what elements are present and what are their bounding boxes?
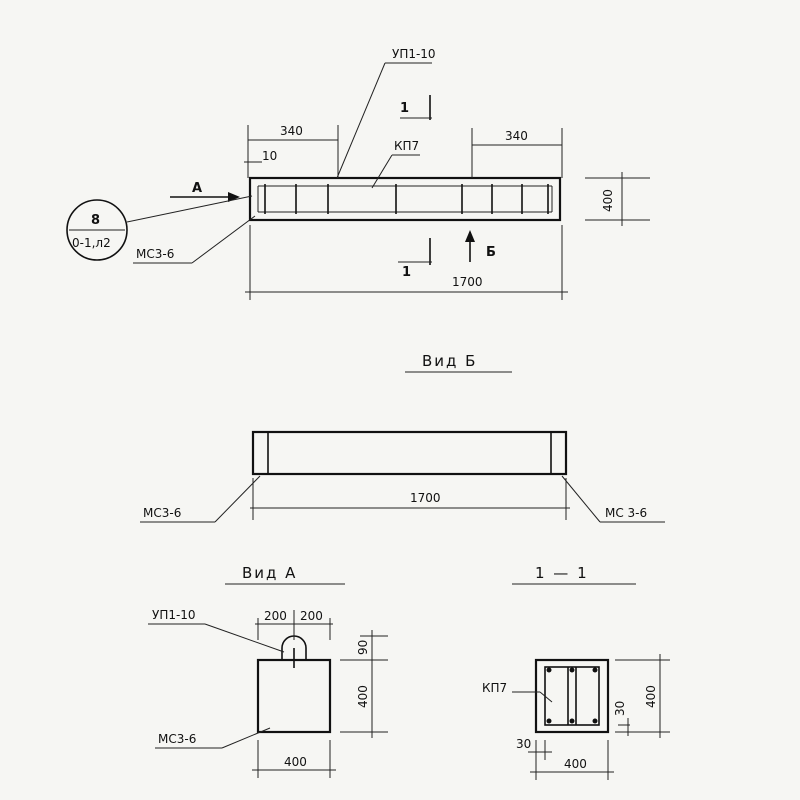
plan-kp-label: КП7 [394,139,419,153]
stirrups [264,184,549,214]
callout-sheet: 0-1,л2 [72,236,111,250]
view-a-dim-400-h: 400 [356,685,370,708]
view-a: Вид А 200 200 УП1-10 90 400 400 МС3-6 [148,564,388,778]
section-1-1: 1 — 1 КП7 30 400 30 400 [482,564,670,780]
view-a-dim-90: 90 [356,640,370,655]
plan-dim-small: 10 [262,149,277,163]
view-b: Вид Б 1700 МС3-6 МС 3-6 [140,352,665,523]
view-a-title: Вид А [242,564,297,582]
plan-ms-label: МС3-6 [136,247,174,261]
section-title: 1 — 1 [535,564,589,582]
view-a-arrow-label: А [192,181,202,196]
section-dim-30-h: 30 [516,737,531,751]
view-a-block [256,658,332,734]
plan-dim-right: 340 [505,129,528,143]
view-b-arrowhead [465,230,475,242]
plan-view: 340 340 10 УП1-10 1 КП7 А Б 1 [66,47,650,300]
view-a-arrowhead [228,192,240,202]
detail-callout-circle [66,199,128,261]
plan-length-dim: 1700 [452,275,483,289]
section-mark-top: 1 [400,101,409,116]
section-outline [534,658,610,734]
callout-number: 8 [91,213,100,228]
view-a-ms-label: МС3-6 [158,732,196,746]
view-a-dim-400-w: 400 [284,755,307,769]
view-b-ms-right: МС 3-6 [605,506,647,520]
view-b-beam [251,430,568,476]
beam-outline [248,176,562,222]
rebar-dots [546,667,598,724]
view-b-ms-left: МС3-6 [143,506,181,520]
view-b-arrow-label: Б [486,245,496,260]
section-dim-30-v: 30 [613,701,627,716]
section-dim-400-w: 400 [564,757,587,771]
view-a-mark: УП1-10 [152,608,196,622]
plan-dim-left: 340 [280,124,303,138]
section-mark-bottom: 1 [402,265,411,280]
view-b-length-dim: 1700 [410,491,441,505]
section-kp-label: КП7 [482,681,507,695]
plan-height-dim: 400 [601,189,615,212]
section-cage [544,666,600,726]
view-a-dim-200-a: 200 [264,609,287,623]
view-b-title: Вид Б [422,352,477,370]
view-a-dim-200-b: 200 [300,609,323,623]
section-dim-400-h: 400 [644,685,658,708]
plan-mark-top: УП1-10 [392,47,436,61]
mark-leader [336,62,386,179]
